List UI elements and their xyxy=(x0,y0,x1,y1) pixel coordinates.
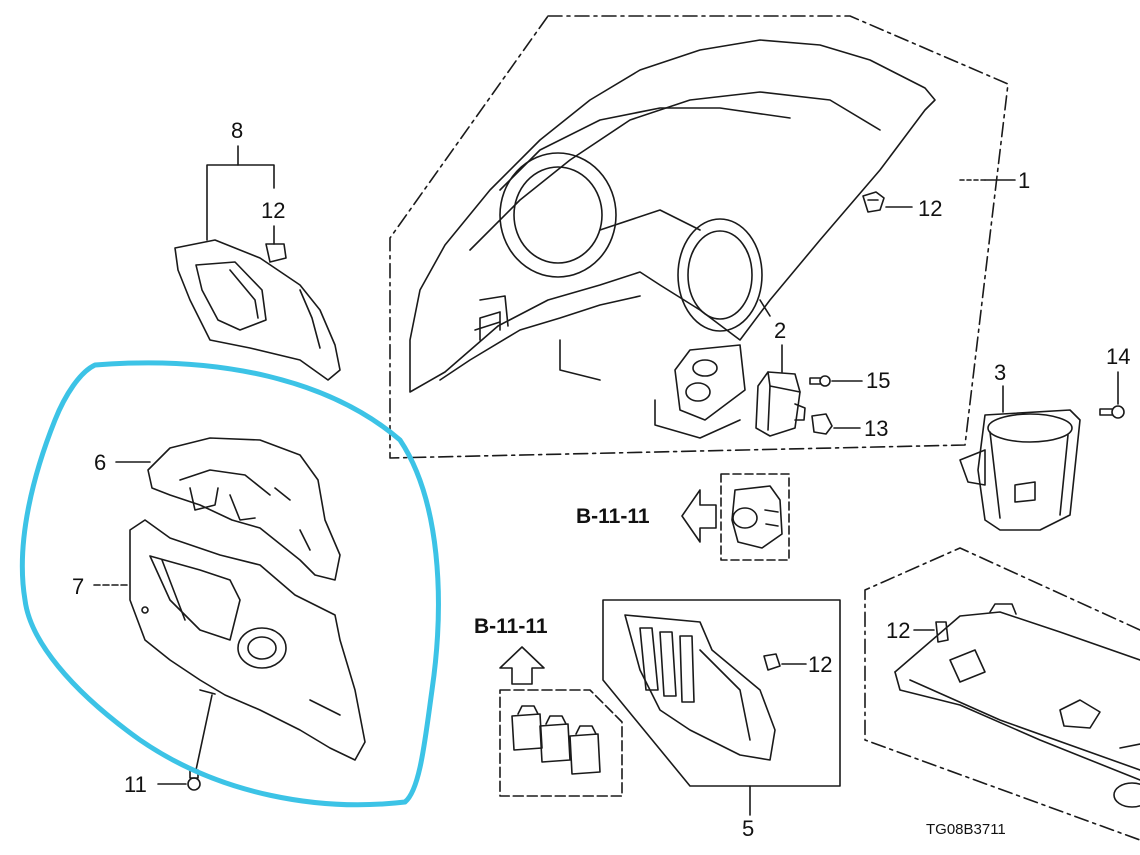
callout-11: 11 xyxy=(124,772,147,797)
part-8-garnish xyxy=(174,239,341,381)
part-2-switch xyxy=(755,371,806,437)
callout-14: 14 xyxy=(1106,344,1131,369)
part-12-clip-b xyxy=(265,243,287,263)
ref-switch-detail xyxy=(731,485,783,549)
part-13-nut xyxy=(811,413,833,435)
ref-box-a xyxy=(720,473,790,561)
part-1-instrument-panel xyxy=(409,39,936,439)
part-14-screw xyxy=(1099,405,1125,419)
callout-12-d: 12 xyxy=(886,618,911,643)
callout-12-b: 12 xyxy=(261,198,286,223)
callout-5: 5 xyxy=(742,816,755,841)
part-6-upper-cover xyxy=(147,437,341,581)
part-7-lower-cover xyxy=(129,519,366,761)
glovebox xyxy=(894,603,1140,808)
ref-switches-detail xyxy=(511,705,601,775)
part-1-frame xyxy=(389,15,1009,459)
part-5-frame xyxy=(602,599,841,787)
callout-1: 1 xyxy=(1018,168,1031,193)
ref-arrow-left xyxy=(681,489,717,543)
callout-13: 13 xyxy=(864,416,889,441)
highlight-circle xyxy=(19,360,441,808)
callout-15: 15 xyxy=(866,368,891,393)
callout-8: 8 xyxy=(231,118,244,143)
callout-12-a: 12 xyxy=(918,196,943,221)
part-12-clip-d xyxy=(935,621,949,643)
part-3-cup-holder xyxy=(959,409,1081,531)
part-5-switch-panel xyxy=(624,614,776,761)
section-reference-a[interactable]: B-11-11 xyxy=(576,505,650,528)
callout-6: 6 xyxy=(94,450,107,475)
glovebox-frame xyxy=(864,547,1140,841)
callout-2: 2 xyxy=(774,318,787,343)
ref-box-b xyxy=(499,689,623,797)
part-12-clip-a xyxy=(862,191,885,213)
callout-3: 3 xyxy=(994,360,1007,385)
part-15-screw xyxy=(809,375,831,387)
callout-12-c: 12 xyxy=(808,652,833,677)
drawing-code: TG08B3711 xyxy=(926,821,1006,838)
ref-arrow-up xyxy=(499,646,545,685)
callout-7: 7 xyxy=(72,574,85,599)
part-12-clip-c xyxy=(763,653,781,671)
section-reference-b[interactable]: B-11-11 xyxy=(474,615,548,638)
